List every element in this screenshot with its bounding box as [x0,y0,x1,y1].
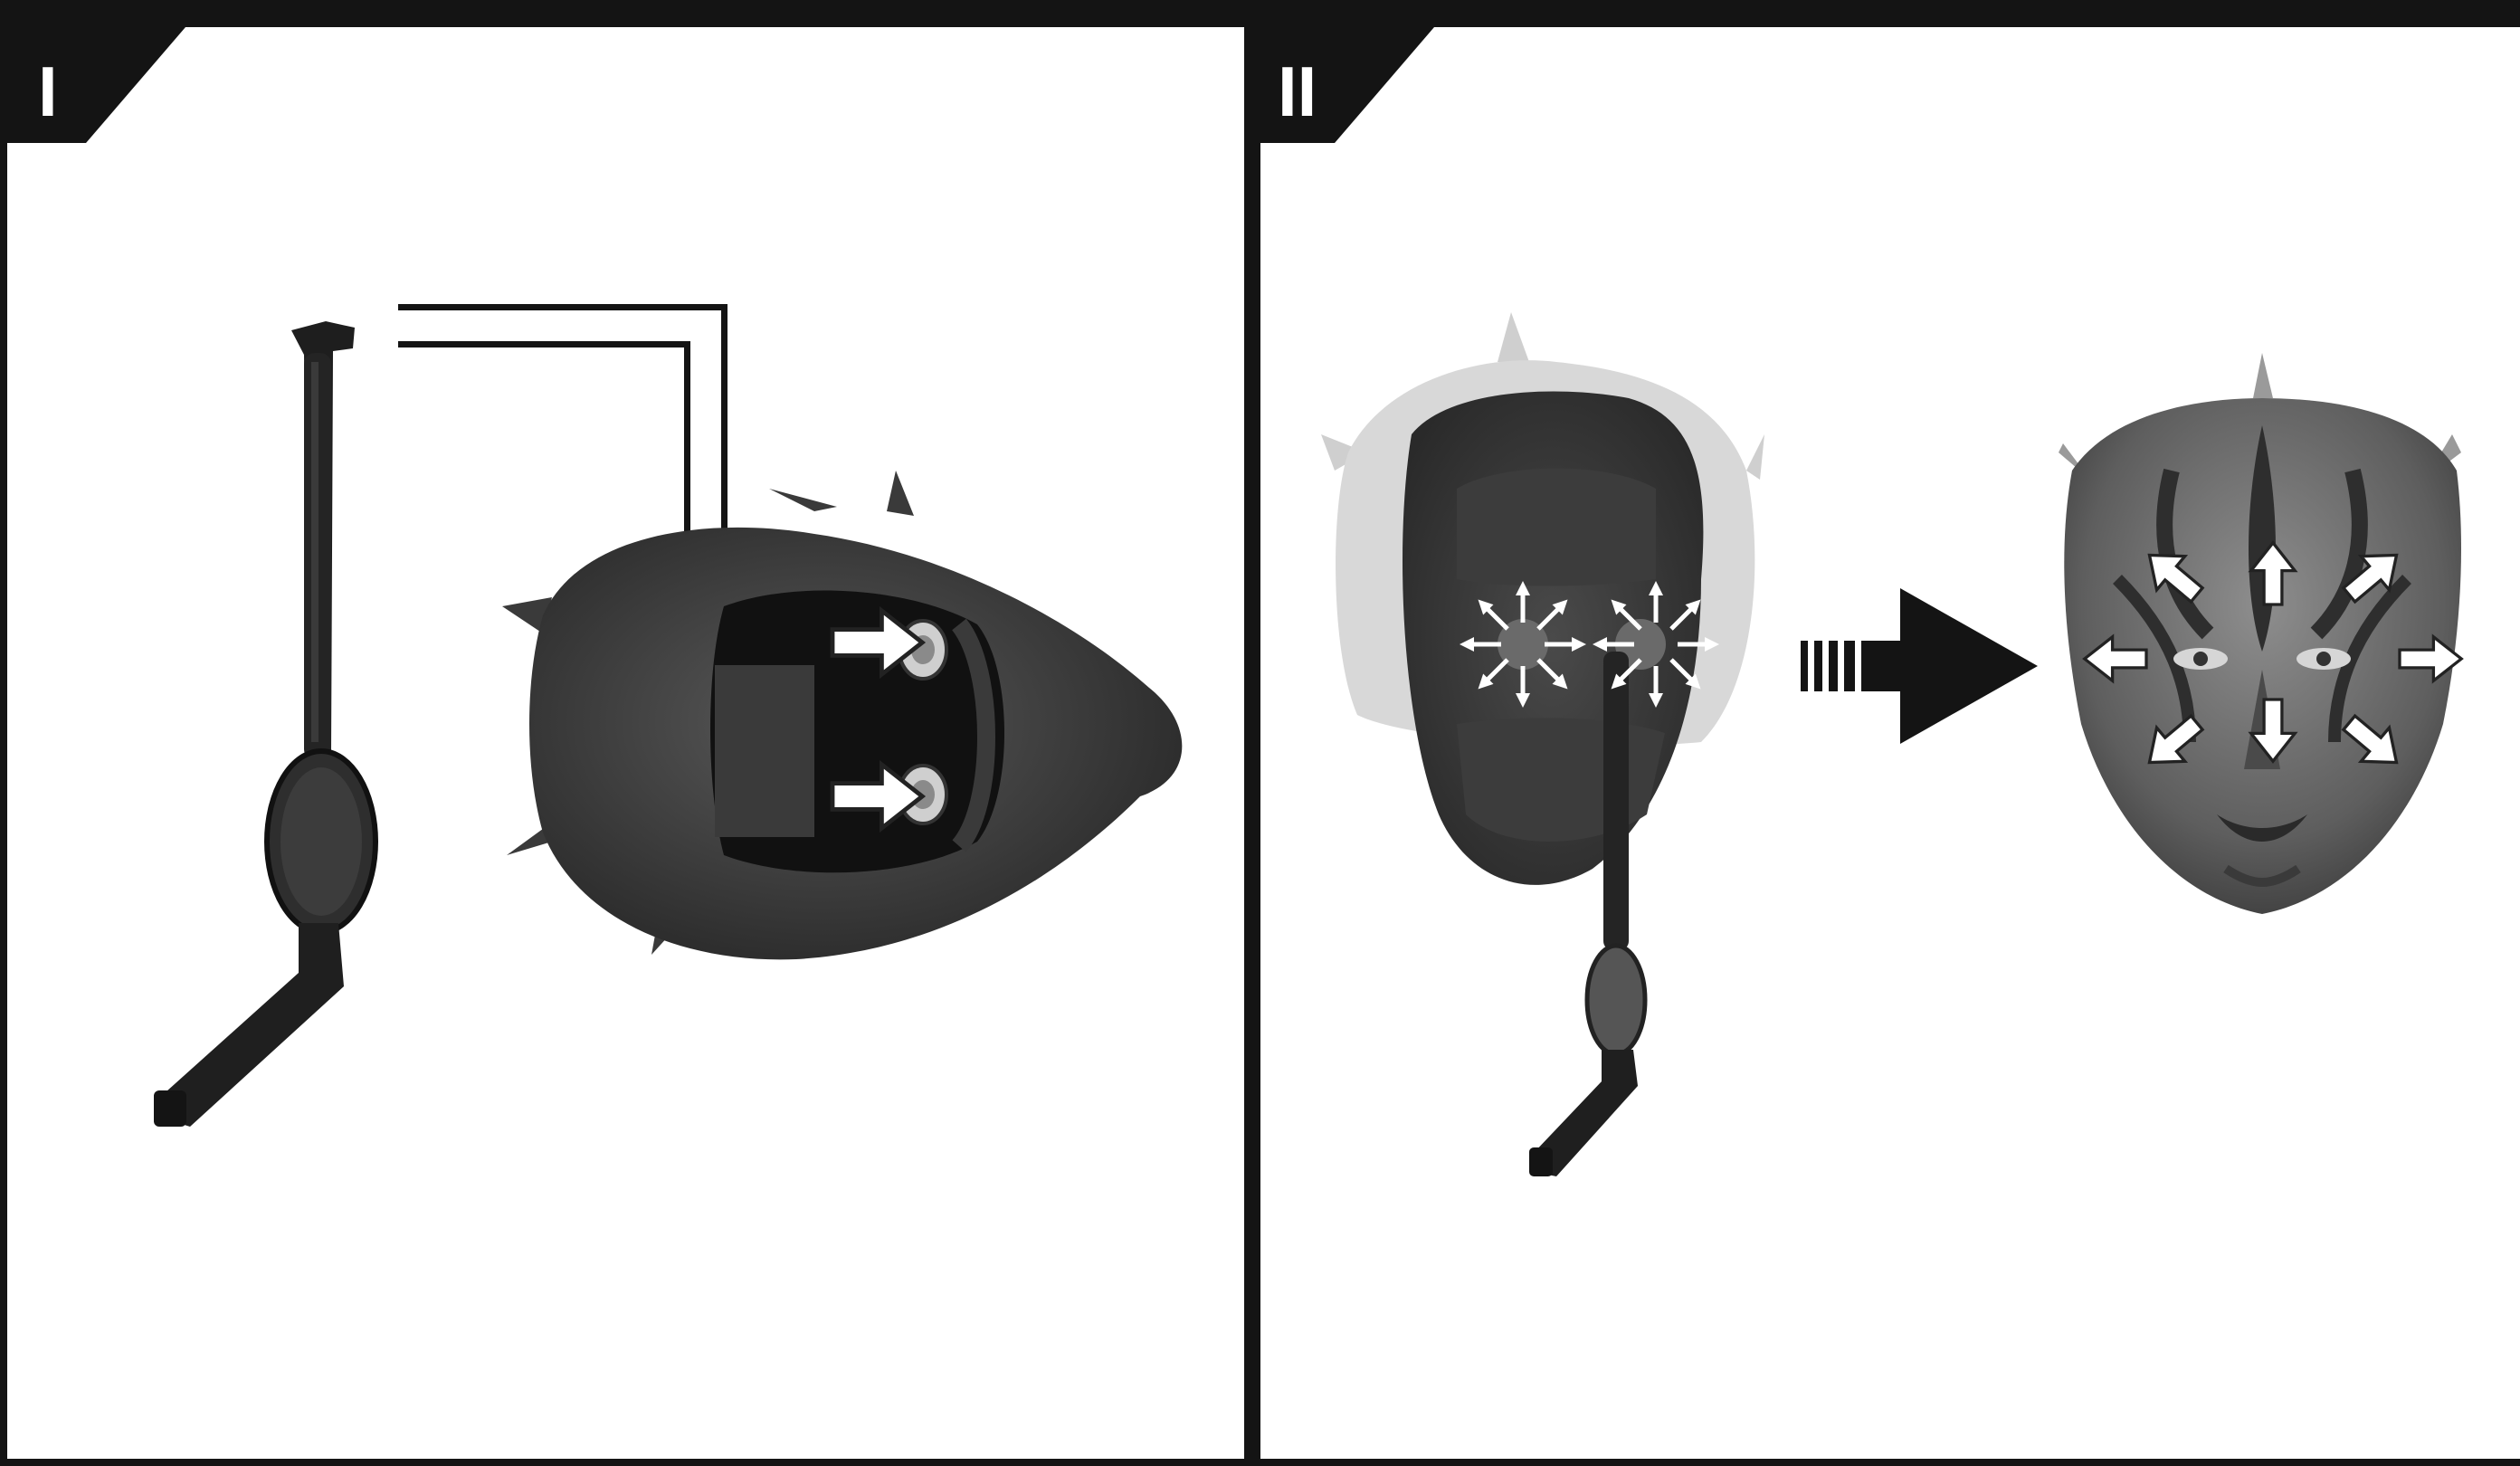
panel-divider [1244,0,1260,1466]
result-arrow-icon [1801,588,2038,744]
step-label-1: I [38,52,58,131]
mask-shell-icon [1321,312,1764,885]
key-tool-icon [154,321,376,1127]
panel-1: I [0,27,1182,1127]
step-label-2: II [1278,52,1317,131]
mask-face-icon [2059,353,2461,914]
panel-2: II [1260,27,2461,1176]
step-badge-1 [0,27,185,143]
mask-back-icon [502,471,1182,959]
